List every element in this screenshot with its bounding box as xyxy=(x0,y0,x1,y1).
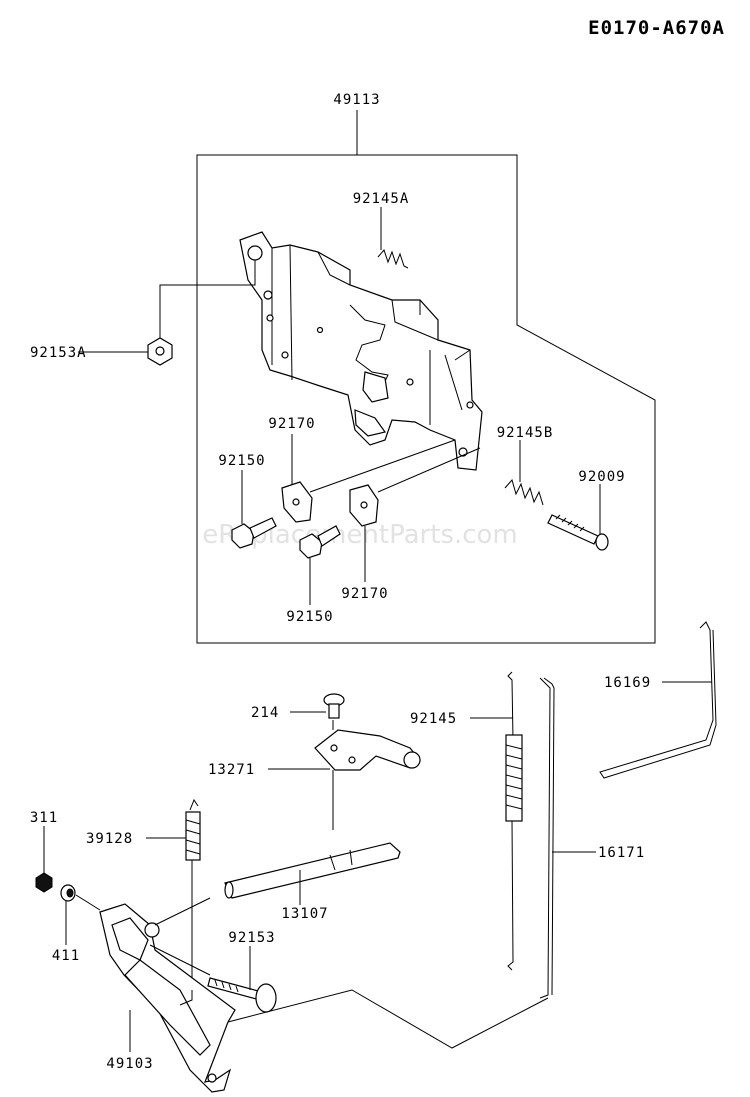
assembly-line-spring-lever xyxy=(179,990,193,1006)
callout-92153a: 92153A xyxy=(30,345,87,361)
callout-16171: 16171 xyxy=(598,845,645,861)
callout-92150-upper: 92150 xyxy=(218,453,265,469)
assembly-line-2 xyxy=(377,447,481,493)
assembly-outline xyxy=(196,154,656,644)
callout-92009: 92009 xyxy=(578,469,625,485)
bolt-92150-lower xyxy=(299,525,341,559)
plate-92170-lower xyxy=(349,484,379,527)
callout-92170-lower: 92170 xyxy=(341,586,388,602)
plate-13271 xyxy=(314,729,421,771)
callout-92145b: 92145B xyxy=(497,425,554,441)
nut-311 xyxy=(35,872,53,893)
callout-92150-lower: 92150 xyxy=(286,609,333,625)
washer-411 xyxy=(60,884,76,902)
callout-411: 411 xyxy=(52,948,80,964)
bolt-92153a xyxy=(147,337,173,366)
callout-49113: 49113 xyxy=(333,92,380,108)
pin-214 xyxy=(323,693,345,719)
bolt-92153 xyxy=(207,977,277,1013)
lever-49103 xyxy=(99,903,236,1093)
plate-92170-upper xyxy=(281,481,313,523)
spring-39128 xyxy=(185,798,201,990)
rod-16169 xyxy=(599,621,717,779)
assembly-line-1 xyxy=(309,439,456,493)
rod-16171 xyxy=(539,677,555,999)
assembly-line-washer xyxy=(75,894,101,911)
bolt-92150-upper xyxy=(231,517,277,549)
callout-92145: 92145 xyxy=(410,711,457,727)
callout-214: 214 xyxy=(251,705,279,721)
assembly-line-lever-rod xyxy=(227,989,549,1049)
diagram-code: E0170-A670A xyxy=(588,17,725,39)
callout-92170-upper: 92170 xyxy=(268,416,315,432)
callout-13107: 13107 xyxy=(281,906,328,922)
control-plate-assembly xyxy=(239,231,483,471)
screw-92009 xyxy=(547,514,609,551)
callout-49103: 49103 xyxy=(106,1056,153,1072)
spring-92145a xyxy=(377,249,409,269)
shaft-13107 xyxy=(224,842,401,899)
callout-13271: 13271 xyxy=(208,762,255,778)
spring-92145b xyxy=(504,478,544,506)
callout-311: 311 xyxy=(30,810,58,826)
leader-92153a-path xyxy=(159,260,256,338)
callout-16169: 16169 xyxy=(604,675,651,691)
spring-92145 xyxy=(505,671,523,971)
assembly-line-lever-shaft xyxy=(154,897,211,926)
assembly-line-lever-bolt xyxy=(149,944,211,976)
callout-92153: 92153 xyxy=(228,930,275,946)
callout-39128: 39128 xyxy=(86,831,133,847)
callout-92145a: 92145A xyxy=(353,191,410,207)
